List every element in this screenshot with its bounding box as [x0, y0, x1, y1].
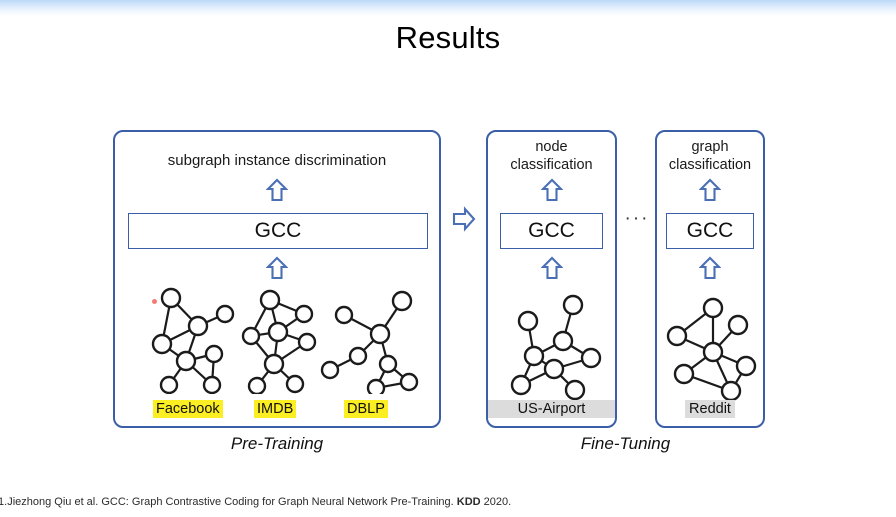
up-arrow-icon	[266, 256, 288, 280]
dataset-label-dblp: DBLP	[344, 400, 388, 418]
dataset-label-us-airport: US-Airport	[488, 400, 615, 418]
gcc-module-graph-classification[interactable]: GCC	[666, 213, 754, 249]
gcc-module-pre-training[interactable]: GCC	[128, 213, 428, 249]
dataset-label-imdb: IMDB	[254, 400, 297, 418]
results-diagram: subgraph instance discrimination GCC	[0, 118, 896, 458]
heading-line-1: node	[535, 139, 568, 155]
up-arrow-icon	[699, 256, 721, 280]
heading-line-1: graph	[691, 139, 729, 155]
gcc-module-node-classification[interactable]: GCC	[500, 213, 603, 249]
top-decorative-band	[0, 0, 896, 16]
cursor-dot-artifact	[152, 299, 157, 304]
panel-graph-classification-heading: graph classification	[657, 138, 763, 174]
up-arrow-icon	[699, 178, 721, 202]
panel-pre-training: subgraph instance discrimination GCC	[113, 130, 441, 428]
panel-pre-training-heading: subgraph instance discrimination	[167, 152, 387, 169]
graph-illustration-reddit	[666, 297, 757, 402]
heading-line-2: classification	[668, 157, 752, 173]
dataset-label-reddit-text: Reddit	[685, 400, 735, 418]
caption-fine-tuning: Fine-Tuning	[580, 434, 671, 453]
up-arrow-icon	[540, 256, 563, 280]
up-arrow-icon	[266, 178, 288, 202]
gcc-module-label: GCC	[254, 219, 302, 242]
ellipsis-separator: ···	[624, 208, 650, 229]
footnote-text-before: Jiezhong Qiu et al. GCC: Graph Contrasti…	[7, 496, 457, 508]
gcc-module-label: GCC	[528, 219, 575, 242]
panel-node-classification-heading: node classification	[488, 138, 615, 174]
dataset-label-facebook: Facebook	[153, 400, 223, 418]
caption-pre-training: Pre-Training	[230, 434, 324, 453]
graph-illustration-imdb	[241, 289, 317, 394]
footnote-index: 1.	[0, 496, 8, 508]
gcc-module-label: GCC	[686, 219, 734, 242]
footnote-citation: 1.Jiezhong Qiu et al. GCC: Graph Contras…	[0, 496, 878, 508]
heading-line-2: classification	[510, 157, 593, 173]
page-title: Results	[395, 20, 501, 55]
panel-graph-classification: graph classification GCC	[655, 130, 765, 428]
footnote-text-after: 2020.	[480, 496, 512, 508]
dataset-label-reddit: Reddit	[657, 400, 763, 418]
graph-illustration-us-airport	[510, 294, 602, 401]
footnote-venue: KDD	[456, 496, 481, 508]
graph-illustration-dblp	[320, 290, 419, 394]
dataset-label-us-airport-text: US-Airport	[513, 400, 590, 418]
flow-right-arrow-icon	[452, 206, 476, 232]
graph-illustration-facebook	[151, 287, 235, 394]
panel-node-classification: node classification GCC	[486, 130, 617, 428]
up-arrow-icon	[540, 178, 563, 202]
